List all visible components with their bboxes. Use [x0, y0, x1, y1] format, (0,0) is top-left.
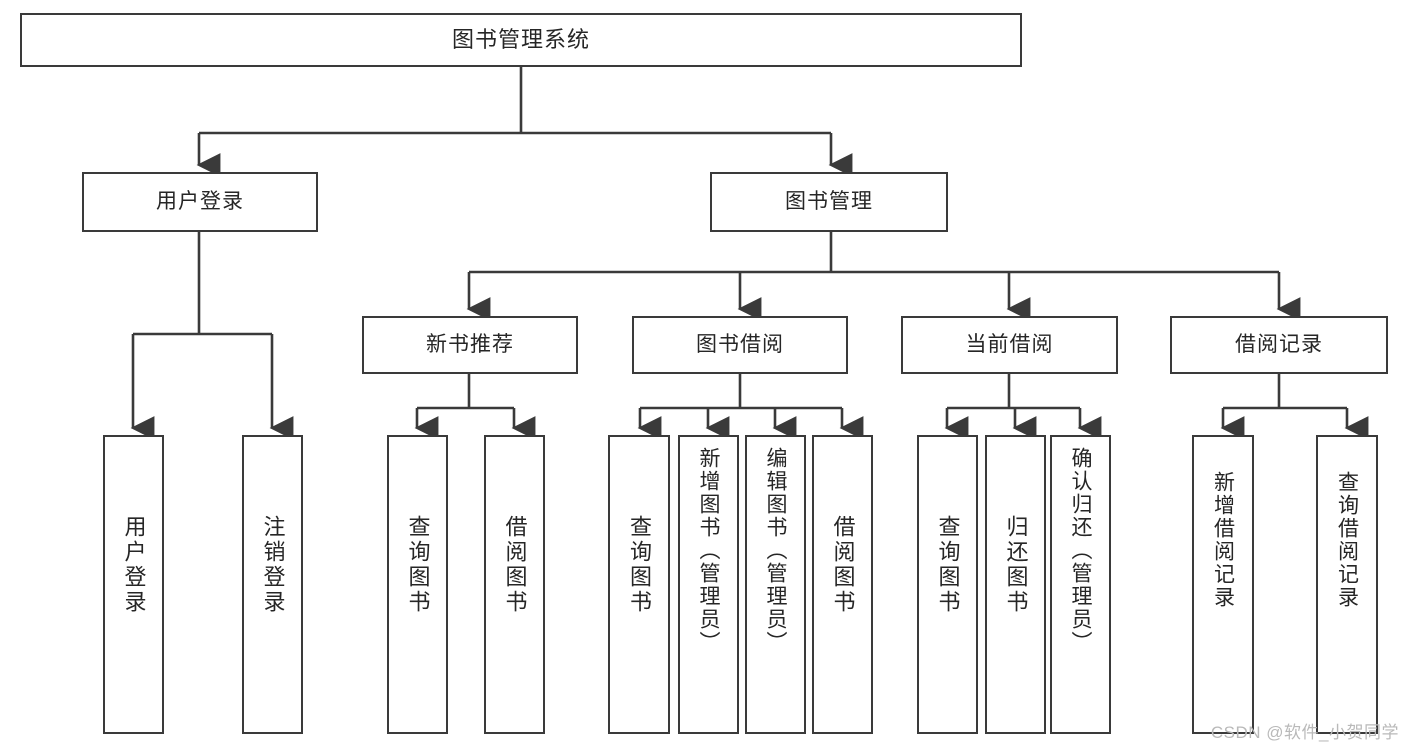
node-leaf-borrow-book-1[interactable]: 借阅图书 [484, 435, 545, 734]
node-borrow-record[interactable]: 借阅记录 [1170, 316, 1388, 374]
node-label: 查询图书 [935, 515, 961, 615]
node-leaf-user-login[interactable]: 用户登录 [103, 435, 164, 734]
node-label: 用户登录 [156, 189, 244, 213]
node-book-borrow[interactable]: 图书借阅 [632, 316, 848, 374]
node-book-manage[interactable]: 图书管理 [710, 172, 948, 232]
node-leaf-add-book[interactable]: 新增图书（管理员） [678, 435, 739, 734]
node-leaf-confirm-return[interactable]: 确认归还（管理员） [1050, 435, 1111, 734]
node-label: 借阅图书 [830, 515, 856, 615]
node-label: 图书管理 [785, 189, 873, 213]
node-label: 查询借阅记录 [1335, 471, 1359, 609]
node-root-book-management-system[interactable]: 图书管理系统 [20, 13, 1022, 67]
csdn-watermark: CSDN @软件_小贺同学 [1210, 723, 1399, 742]
node-leaf-query-record[interactable]: 查询借阅记录 [1316, 435, 1378, 734]
node-label: 新书推荐 [426, 332, 514, 356]
node-label: 归还图书 [1003, 515, 1029, 615]
node-label: 图书管理系统 [451, 27, 590, 53]
node-label: 注销登录 [260, 515, 286, 615]
node-label: 确认归还（管理员） [1069, 447, 1092, 654]
node-user-login[interactable]: 用户登录 [82, 172, 318, 232]
node-leaf-edit-book[interactable]: 编辑图书（管理员） [745, 435, 806, 734]
node-label: 编辑图书（管理员） [764, 447, 787, 654]
node-label: 新增借阅记录 [1211, 471, 1235, 609]
node-leaf-borrow-book-2[interactable]: 借阅图书 [812, 435, 873, 734]
node-label: 借阅记录 [1235, 332, 1323, 356]
node-leaf-query-book-2[interactable]: 查询图书 [608, 435, 670, 734]
node-label: 借阅图书 [502, 515, 528, 615]
node-new-book-recommend[interactable]: 新书推荐 [362, 316, 578, 374]
node-current-borrow[interactable]: 当前借阅 [901, 316, 1118, 374]
node-label: 用户登录 [121, 515, 147, 615]
node-label: 图书借阅 [696, 332, 784, 356]
node-label: 查询图书 [405, 515, 431, 615]
node-leaf-add-record[interactable]: 新增借阅记录 [1192, 435, 1254, 734]
node-leaf-return-book[interactable]: 归还图书 [985, 435, 1046, 734]
node-leaf-user-logout[interactable]: 注销登录 [242, 435, 303, 734]
node-leaf-query-book-1[interactable]: 查询图书 [387, 435, 448, 734]
node-leaf-query-book-3[interactable]: 查询图书 [917, 435, 978, 734]
node-label: 查询图书 [627, 515, 652, 615]
node-label: 新增图书（管理员） [697, 447, 720, 654]
node-label: 当前借阅 [965, 332, 1054, 356]
